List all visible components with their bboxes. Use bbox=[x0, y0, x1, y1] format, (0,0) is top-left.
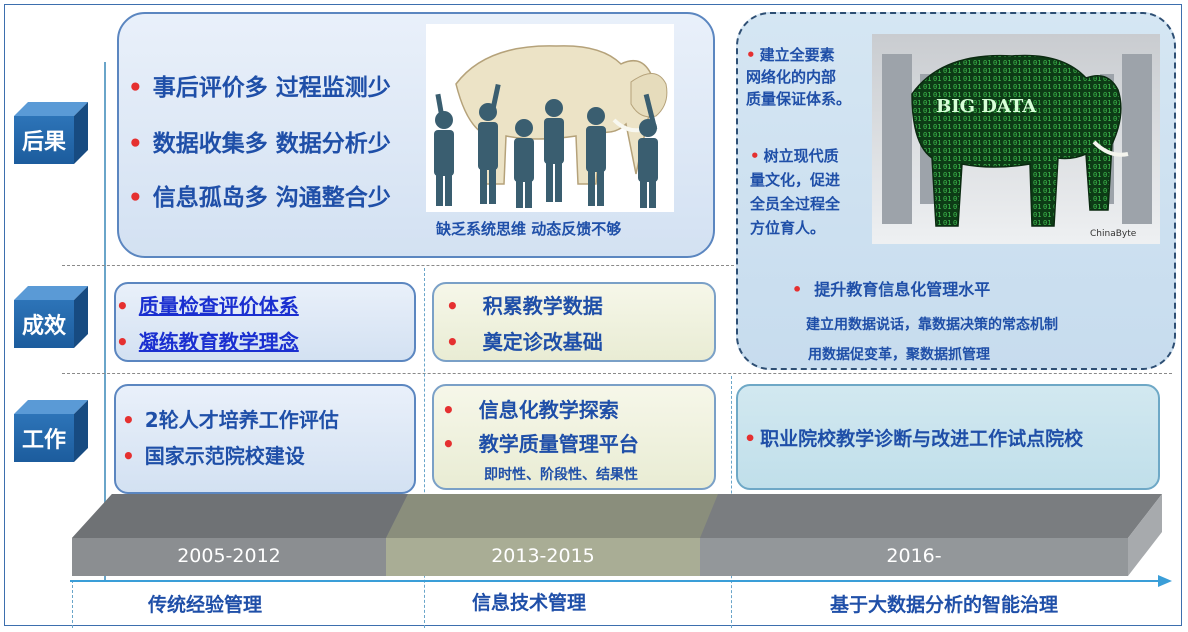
separator-mid bbox=[62, 373, 1172, 374]
effect-panel-2013 bbox=[432, 282, 716, 362]
period-2016: 2016- bbox=[886, 545, 942, 567]
cube-work-label: 工作 bbox=[14, 414, 74, 462]
cube-work: 工作 bbox=[14, 400, 88, 462]
effect-sub-2016-2: 用数据促变革，聚数据抓管理 bbox=[808, 347, 990, 363]
result-item-3: •信息孤岛多 沟通整合少 bbox=[128, 185, 391, 211]
period-2005: 2005-2012 bbox=[177, 545, 281, 567]
timeline-arrow bbox=[70, 575, 1172, 587]
cube-effect-label: 成效 bbox=[14, 300, 74, 348]
work-item-2005-2: •国家示范院校建设 bbox=[122, 444, 305, 468]
diagram-frame bbox=[4, 4, 1182, 626]
effect-item-2013-1: •积累教学数据 bbox=[446, 294, 603, 318]
label-it: 信息技术管理 bbox=[472, 592, 587, 614]
big-data-label: BIG DATA bbox=[936, 96, 1037, 117]
work-panel-2013 bbox=[432, 384, 716, 490]
work-note-2013: 即时性、阶段性、结果性 bbox=[484, 467, 638, 483]
effect-item-2005-1: •质量检查评价体系 bbox=[116, 294, 299, 318]
side-text-2: •树立现代质 量文化，促进 全员全过程全 方位育人。 bbox=[750, 147, 841, 237]
effect-item-2005-2: •凝练教育教学理念 bbox=[116, 330, 299, 354]
result-item-2: •数据收集多 数据分析少 bbox=[128, 131, 391, 157]
work-item-2005-1: •2轮人才培养工作评估 bbox=[122, 408, 339, 432]
label-bigdata: 基于大数据分析的智能治理 bbox=[830, 594, 1059, 616]
image-watermark: ChinaByte bbox=[1090, 229, 1137, 239]
cube-effect: 成效 bbox=[14, 286, 88, 348]
label-traditional: 传统经验管理 bbox=[148, 594, 263, 616]
effect-sub-2016-1: 建立用数据说话，靠数据决策的常态机制 bbox=[806, 317, 1058, 333]
work-panel-2005 bbox=[114, 384, 416, 494]
effect-item-2016-main: •提升教育信息化管理水平 bbox=[792, 280, 991, 299]
cube-result: 后果 bbox=[14, 102, 88, 164]
effect-item-2013-2: •奠定诊改基础 bbox=[446, 330, 603, 354]
timeline-bar bbox=[72, 494, 1162, 576]
vdash-0 bbox=[72, 580, 73, 628]
effect-panel-2005 bbox=[114, 282, 416, 362]
result-item-1: •事后评价多 过程监测少 bbox=[128, 75, 391, 101]
big-data-elephant-image: 01 BIG DATA ChinaByte bbox=[872, 34, 1160, 244]
work-item-2013-2: •教学质量管理平台 bbox=[442, 432, 639, 456]
period-2013: 2013-2015 bbox=[491, 545, 595, 567]
result-caption: 缺乏系统思维 动态反馈不够 bbox=[436, 220, 622, 238]
vdash-1 bbox=[424, 268, 425, 628]
work-panel-2016 bbox=[736, 384, 1160, 490]
work-item-2016: •职业院校教学诊断与改进工作试点院校 bbox=[744, 428, 1084, 450]
separator-top bbox=[62, 265, 734, 266]
work-item-2013-1: •信息化教学探索 bbox=[442, 398, 619, 422]
cube-result-label: 后果 bbox=[14, 116, 74, 164]
vertical-axis bbox=[104, 62, 106, 582]
side-text-1: •建立全要素 网络化的内部 质量保证体系。 bbox=[746, 46, 852, 108]
blind-men-elephant-image bbox=[426, 24, 674, 212]
